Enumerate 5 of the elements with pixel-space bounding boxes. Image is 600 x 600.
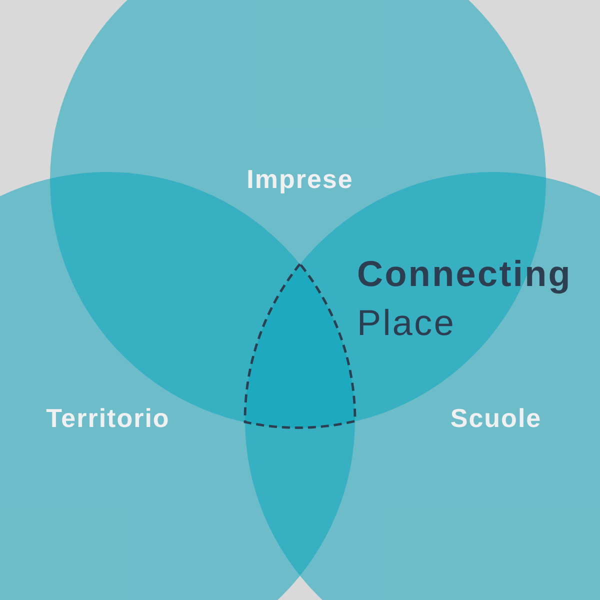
circle-label: Territorio — [46, 405, 170, 431]
dashed-intersection-region — [242, 261, 358, 431]
circle-label: Imprese — [246, 166, 354, 192]
circle-label: Scuole — [450, 405, 542, 431]
intersection-caption: Connecting Place — [357, 252, 573, 345]
